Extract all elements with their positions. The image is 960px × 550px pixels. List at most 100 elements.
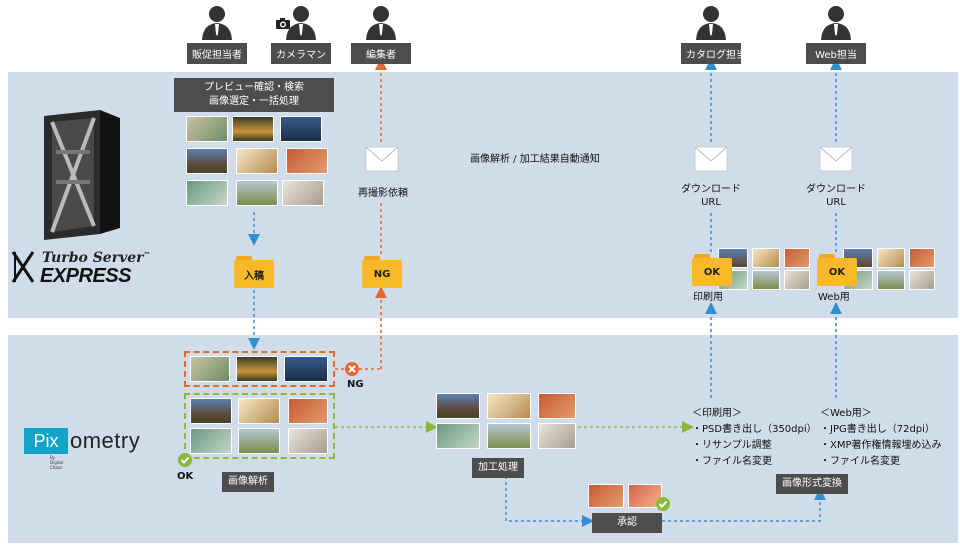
thumbnail[interactable]	[288, 398, 328, 424]
check-icon	[178, 453, 192, 467]
thumbnail[interactable]	[190, 428, 232, 454]
role-label: 販促担当者	[187, 43, 247, 64]
role-catalog: カタログ担当	[681, 4, 746, 64]
thumbnail[interactable]	[238, 428, 280, 454]
ng-folder[interactable]: NG	[362, 256, 402, 288]
thumbnail[interactable]	[236, 180, 278, 206]
turbo-x-icon	[12, 251, 34, 283]
folder-label: OK	[817, 258, 857, 286]
thumbnail[interactable]	[909, 270, 935, 290]
turbo-line1: Turbo Server	[42, 250, 144, 266]
flow-processing-to-approval	[505, 476, 594, 527]
thumbnail[interactable]	[784, 248, 810, 268]
thumbnail[interactable]	[236, 356, 278, 382]
flow-approval-to-convert	[662, 488, 826, 522]
person-icon	[821, 6, 851, 40]
reject-icon	[345, 362, 359, 376]
folder-label: OK	[692, 258, 732, 286]
thumbnail[interactable]	[190, 356, 230, 382]
thumbnail[interactable]	[286, 148, 328, 174]
thumbnail[interactable]	[487, 393, 531, 419]
thumbnail[interactable]	[877, 248, 905, 268]
thumbnail[interactable]	[538, 393, 576, 419]
print-spec-item: ・PSD書き出し（350dpi）	[692, 424, 817, 435]
thumbnail[interactable]	[238, 398, 280, 424]
thumbnail[interactable]	[284, 356, 328, 382]
thumbnail[interactable]	[236, 148, 278, 174]
download-line1: ダウンロード	[681, 184, 741, 195]
web-label: Web用	[818, 292, 850, 303]
check-icon	[656, 497, 670, 511]
thumbnail[interactable]	[186, 116, 228, 142]
thumbnail[interactable]	[232, 116, 274, 142]
notify-label: 画像解析 / 加工結果自動通知	[470, 154, 600, 165]
role-label: 編集者	[351, 43, 411, 64]
person-icon	[286, 6, 316, 40]
approval-label: 承認	[592, 513, 662, 533]
person-icon	[202, 6, 232, 40]
thumbnail[interactable]	[280, 116, 322, 142]
download-line2: URL	[701, 197, 721, 208]
thumbnail[interactable]	[588, 484, 624, 508]
turbo-tm: ™	[143, 250, 151, 259]
thumbnail[interactable]	[784, 270, 810, 290]
download-line1: ダウンロード	[806, 184, 866, 195]
thumbnail[interactable]	[288, 428, 328, 454]
pix-rest: ometry	[70, 428, 141, 453]
reshoot-label: 再撮影依頼	[358, 188, 408, 199]
web-spec-item: ・JPG書き出し（72dpi）	[820, 424, 935, 435]
print-spec-item: ・ファイル名変更	[692, 456, 772, 467]
convert-label: 画像形式変換	[776, 474, 848, 494]
ng-label: NG	[347, 379, 364, 390]
processing-label: 加工処理	[472, 458, 524, 478]
web-spec: ＜Web用＞ ・JPG書き出し（72dpi） ・XMP著作権情報埋め込み ・ファ…	[820, 406, 942, 470]
folder-label: NG	[362, 260, 402, 288]
preview-label-line2: 画像選定・一括処理	[209, 96, 299, 107]
role-sales: 販促担当者	[187, 4, 247, 64]
ok-group	[184, 393, 335, 459]
print-label: 印刷用	[693, 292, 723, 303]
web-ok-folder[interactable]: OK	[817, 254, 857, 286]
thumbnail[interactable]	[752, 248, 780, 268]
folder-label: 入稿	[234, 260, 274, 288]
mail-icon	[819, 146, 853, 172]
thumbnail[interactable]	[186, 180, 228, 206]
mail-icon	[365, 146, 399, 172]
role-label: Web担当	[806, 43, 866, 64]
server-rack-icon	[44, 110, 120, 240]
person-icon	[696, 6, 726, 40]
role-editor: 編集者	[351, 4, 411, 64]
thumbnail[interactable]	[752, 270, 780, 290]
thumbnail[interactable]	[909, 248, 935, 268]
thumbnail[interactable]	[436, 393, 480, 419]
thumbnail[interactable]	[190, 398, 232, 424]
preview-label: プレビュー確認・検索 画像選定・一括処理	[174, 78, 334, 112]
camera-icon	[276, 18, 290, 29]
print-spec-item: ・リサンプル調整	[692, 440, 772, 451]
role-label: カメラマン	[271, 43, 331, 64]
download-line2: URL	[826, 197, 846, 208]
pix-sub: By Digital Chaos	[50, 455, 63, 470]
turbo-line2: EXPRESS	[40, 265, 131, 287]
mail-icon	[694, 146, 728, 172]
download-url-web: ダウンロード URL	[797, 183, 875, 209]
web-spec-heading: ＜Web用＞	[820, 408, 872, 419]
thumbnail[interactable]	[282, 180, 324, 206]
web-spec-item: ・ファイル名変更	[820, 456, 900, 467]
print-spec-heading: ＜印刷用＞	[692, 408, 742, 419]
role-camera: カメラマン	[271, 4, 331, 64]
thumbnail[interactable]	[436, 423, 480, 449]
print-ok-folder[interactable]: OK	[692, 254, 732, 286]
thumbnail[interactable]	[487, 423, 531, 449]
download-url-print: ダウンロード URL	[672, 183, 750, 209]
person-icon	[366, 6, 396, 40]
analysis-label: 画像解析	[222, 472, 274, 492]
pixometry-band	[8, 335, 958, 543]
thumbnail[interactable]	[186, 148, 228, 174]
role-label: カタログ担当	[681, 43, 746, 64]
ok-label: OK	[177, 471, 194, 482]
inbox-folder[interactable]: 入稿	[234, 256, 274, 288]
thumbnail[interactable]	[538, 423, 576, 449]
thumbnail[interactable]	[877, 270, 905, 290]
